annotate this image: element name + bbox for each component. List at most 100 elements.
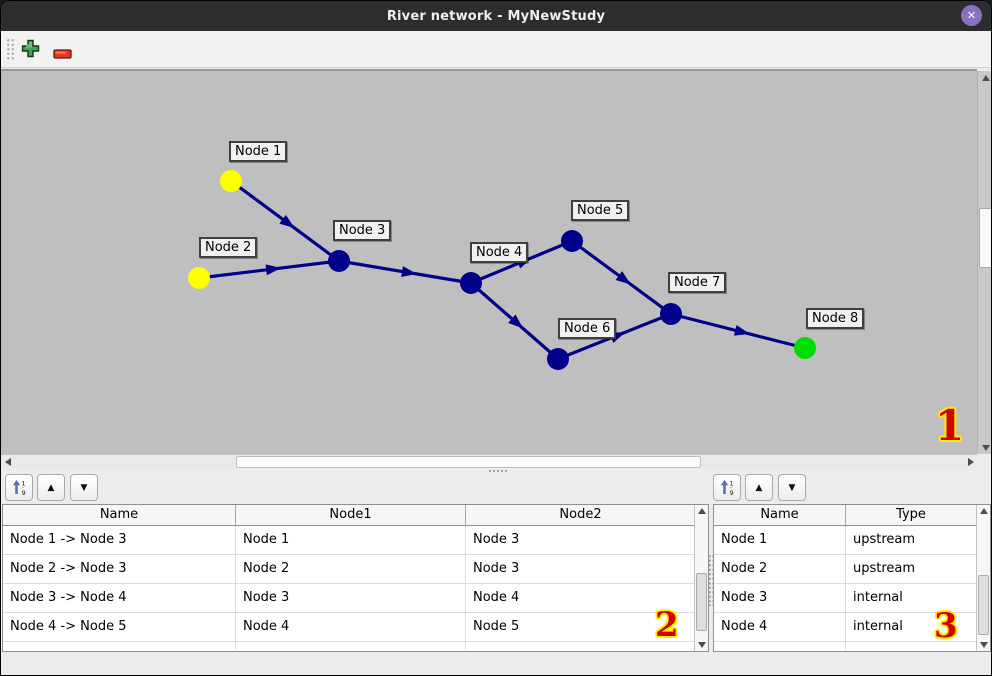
node-circle[interactable] (794, 337, 816, 359)
table-cell (714, 642, 846, 650)
node-circle[interactable] (220, 170, 242, 192)
svg-text:1: 1 (21, 480, 25, 488)
up-triangle-icon: ▲ (47, 482, 55, 493)
right-arrow-icon (967, 457, 974, 466)
edge-arrow-icon (401, 266, 417, 277)
column-header[interactable]: Name (714, 505, 846, 525)
scroll-up-button[interactable] (978, 71, 991, 84)
scrollbar-corner (977, 454, 991, 468)
annotation-2: 2 (655, 605, 679, 645)
node-label: Node 8 (806, 308, 865, 329)
node-circle[interactable] (660, 303, 682, 325)
links-move-down-button[interactable]: ▼ (70, 474, 98, 501)
remove-button[interactable] (53, 44, 72, 63)
table-row[interactable]: Node 3 internal (714, 584, 990, 613)
node-label: Node 2 (199, 237, 258, 258)
links-move-up-button[interactable]: ▲ (37, 474, 65, 501)
links-sort-button[interactable]: 1 9 (5, 474, 33, 501)
table-cell: internal (853, 590, 903, 605)
window-title: River network - MyNewStudy (386, 8, 606, 24)
toolbar-drag-handle[interactable] (6, 38, 15, 61)
svg-text:9: 9 (729, 489, 733, 496)
vertical-splitter[interactable] (708, 554, 714, 606)
river-network-diagram (188, 170, 816, 370)
up-arrow-icon (979, 508, 988, 514)
scroll-down-button[interactable] (695, 639, 708, 651)
column-header[interactable]: Type (896, 507, 926, 522)
scroll-down-button[interactable] (978, 441, 991, 454)
edge-arrow-icon (265, 264, 282, 276)
nodes-table-header: Name Type (714, 505, 990, 526)
scroll-down-button[interactable] (977, 639, 990, 651)
vscroll-thumb[interactable] (979, 208, 991, 268)
edge-arrow-icon (615, 271, 631, 285)
table-cell: Node 3 (714, 584, 846, 612)
vscroll-thumb[interactable] (696, 573, 707, 631)
scroll-up-button[interactable] (977, 505, 990, 517)
column-header[interactable]: Name (3, 505, 236, 525)
sort-ascending-numeric-icon: 1 9 (720, 480, 733, 496)
canvas-vscrollbar[interactable] (977, 71, 991, 454)
column-header[interactable]: Node2 (559, 507, 602, 522)
down-arrow-icon (979, 642, 988, 648)
left-arrow-icon (4, 457, 11, 466)
table-cell: Node 2 (236, 555, 466, 583)
table-row[interactable]: Node 2 upstream (714, 555, 990, 584)
table-cell: Node 4 (473, 590, 520, 605)
hscroll-thumb[interactable] (236, 456, 701, 468)
table-cell: Node 4 -> Node 5 (3, 613, 236, 641)
nodes-move-down-button[interactable]: ▼ (778, 474, 806, 501)
horizontal-splitter[interactable] (1, 468, 991, 473)
table-cell: Node 4 (714, 613, 846, 641)
node-circle[interactable] (561, 230, 583, 252)
column-header[interactable]: Node1 (236, 505, 466, 525)
node-label: Node 4 (470, 242, 529, 263)
node-circle[interactable] (460, 272, 482, 294)
vscroll-thumb[interactable] (978, 575, 989, 635)
table-cell: Node 3 (473, 532, 520, 547)
canvas-hscrollbar[interactable] (1, 454, 977, 468)
node-label: Node 6 (558, 318, 617, 339)
scroll-up-button[interactable] (695, 505, 708, 517)
node-label: Node 7 (668, 272, 727, 293)
table-cell: Node 1 (236, 526, 466, 554)
table-cell: internal (853, 619, 903, 634)
node-label: Node 1 (229, 141, 288, 162)
down-triangle-icon: ▼ (788, 482, 796, 493)
table-cell: upstream (853, 532, 916, 547)
links-table-vscrollbar[interactable] (694, 505, 708, 651)
table-row-partial (714, 642, 990, 650)
nodes-sort-button[interactable]: 1 9 (713, 474, 741, 501)
minus-icon (53, 48, 72, 59)
scroll-left-button[interactable] (1, 455, 14, 468)
table-cell: Node 3 -> Node 4 (3, 584, 236, 612)
node-circle[interactable] (328, 250, 350, 272)
close-button[interactable]: ✕ (961, 5, 982, 26)
table-row-partial (3, 642, 708, 650)
splitter-grip-icon (488, 469, 508, 472)
down-arrow-icon (697, 642, 706, 648)
up-triangle-icon: ▲ (755, 482, 763, 493)
nodes-move-up-button[interactable]: ▲ (745, 474, 773, 501)
node-label: Node 5 (571, 200, 630, 221)
title-bar: River network - MyNewStudy ✕ (1, 1, 991, 31)
node-circle[interactable] (547, 348, 569, 370)
table-cell: Node 2 (714, 555, 846, 583)
table-row[interactable]: Node 4 internal (714, 613, 990, 642)
scroll-right-button[interactable] (964, 455, 977, 468)
table-cell: upstream (853, 561, 916, 576)
svg-text:9: 9 (21, 489, 25, 496)
table-cell: Node 4 (236, 613, 466, 641)
nodes-table-vscrollbar[interactable] (976, 505, 990, 651)
table-cell: Node 1 -> Node 3 (3, 526, 236, 554)
add-button[interactable] (21, 39, 40, 62)
node-circle[interactable] (188, 267, 210, 289)
